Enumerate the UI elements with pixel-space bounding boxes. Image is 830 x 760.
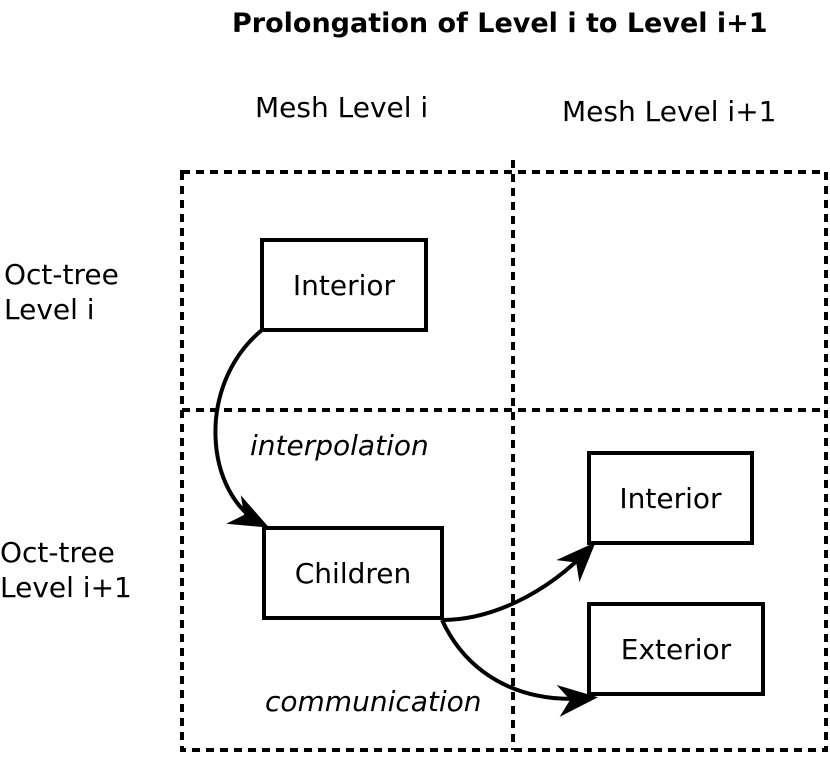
row-header-line1: Oct-tree bbox=[4, 258, 119, 291]
node-children: Children bbox=[262, 526, 444, 620]
column-header-mesh-level-i-plus-1: Mesh Level i+1 bbox=[562, 95, 777, 128]
grid-lines bbox=[180, 160, 828, 752]
column-header-mesh-level-i: Mesh Level i bbox=[255, 91, 429, 124]
row-header-line2: Level i bbox=[4, 292, 95, 326]
node-exterior-level-i-plus-1: Exterior bbox=[587, 602, 765, 696]
communication-arrow-interior bbox=[441, 542, 596, 622]
communication-arrow-exterior bbox=[440, 619, 598, 717]
row-header-oct-tree-level-i: Oct-tree Level i bbox=[4, 258, 119, 327]
interpolation-arrow bbox=[213, 328, 270, 528]
row-header-line1: Oct-tree bbox=[0, 536, 115, 569]
edge-label-communication: communication bbox=[265, 685, 482, 718]
node-interior-level-i: Interior bbox=[260, 238, 428, 332]
row-header-oct-tree-level-i-plus-1: Oct-tree Level i+1 bbox=[0, 536, 132, 605]
diagram-title: Prolongation of Level i to Level i+1 bbox=[232, 8, 768, 39]
edge-label-interpolation: interpolation bbox=[250, 429, 429, 462]
row-header-line2: Level i+1 bbox=[0, 570, 132, 604]
node-interior-level-i-plus-1: Interior bbox=[587, 451, 754, 545]
arrows bbox=[213, 328, 598, 717]
grid-border bbox=[180, 170, 828, 752]
